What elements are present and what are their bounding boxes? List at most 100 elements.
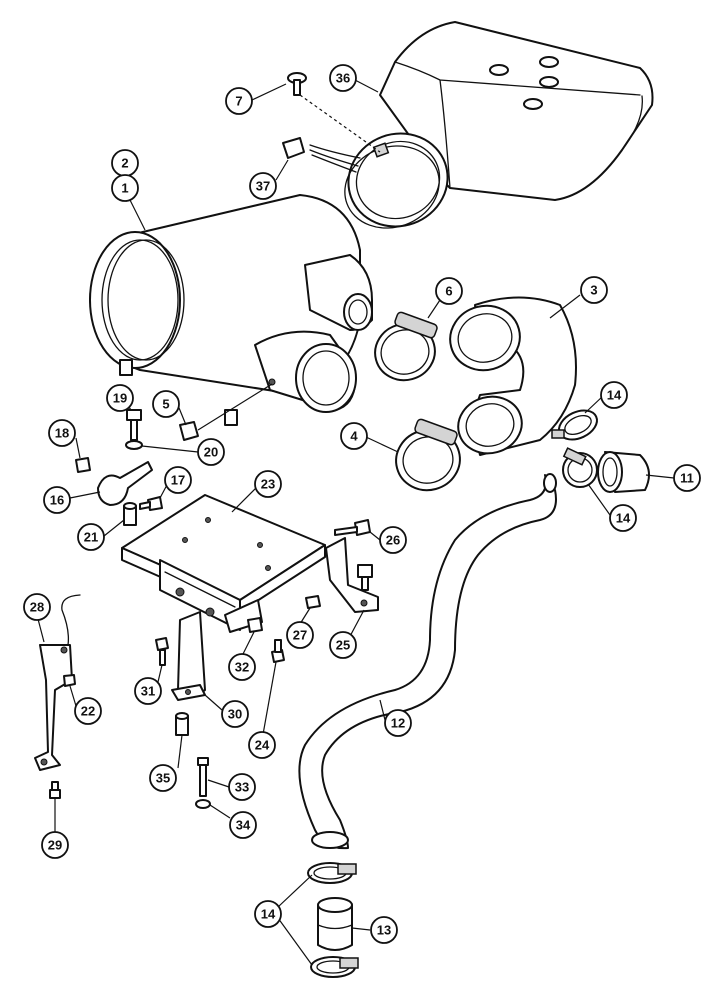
callout-22: 22 xyxy=(74,697,102,725)
svg-text:20: 20 xyxy=(204,445,218,460)
screw-29 xyxy=(49,781,61,799)
bolt-26-lower xyxy=(357,564,373,591)
svg-text:29: 29 xyxy=(48,838,62,853)
svg-text:32: 32 xyxy=(235,660,249,675)
svg-text:13: 13 xyxy=(377,923,391,938)
svg-text:30: 30 xyxy=(228,707,242,722)
callout-5: 5 xyxy=(152,390,180,418)
small-clamp-14-upper xyxy=(551,409,598,441)
coupler-13 xyxy=(317,897,353,951)
callout-6: 6 xyxy=(435,277,463,305)
callout-3: 3 xyxy=(580,276,608,304)
svg-text:12: 12 xyxy=(391,716,405,731)
svg-text:25: 25 xyxy=(336,638,350,653)
mounting-plate-23 xyxy=(121,494,326,633)
svg-text:37: 37 xyxy=(256,179,270,194)
callout-7: 7 xyxy=(225,87,253,115)
callout-11: 11 xyxy=(673,464,701,492)
connector-37 xyxy=(282,137,361,173)
screw-7 xyxy=(287,72,381,153)
svg-text:11: 11 xyxy=(680,471,694,486)
callout-20: 20 xyxy=(197,438,225,466)
callout-28: 28 xyxy=(23,593,51,621)
svg-text:18: 18 xyxy=(55,426,69,441)
svg-text:14: 14 xyxy=(607,388,622,403)
svg-text:4: 4 xyxy=(350,429,358,444)
callout-2: 2 xyxy=(111,149,139,177)
svg-text:35: 35 xyxy=(156,771,170,786)
callout-14-mid: 14 xyxy=(609,504,637,532)
nut-27 xyxy=(305,595,321,609)
callout-37: 37 xyxy=(249,172,277,200)
svg-text:24: 24 xyxy=(255,738,270,753)
callout-17: 17 xyxy=(164,466,192,494)
washer-20 xyxy=(125,440,143,450)
callout-26: 26 xyxy=(379,526,407,554)
intake-duct xyxy=(344,21,654,229)
hose-clamp-4 xyxy=(395,418,461,492)
callout-25: 25 xyxy=(329,631,357,659)
svg-text:1: 1 xyxy=(121,181,128,196)
callout-4: 4 xyxy=(340,422,368,450)
hose-clamp-6 xyxy=(374,311,438,382)
callout-27: 27 xyxy=(286,621,314,649)
callout-30: 30 xyxy=(221,700,249,728)
air-cleaner-canister xyxy=(89,194,373,426)
callout-14-upper: 14 xyxy=(600,381,628,409)
nut-18 xyxy=(75,457,91,473)
clamp-14-top xyxy=(307,862,357,884)
svg-text:19: 19 xyxy=(113,391,127,406)
svg-text:2: 2 xyxy=(121,156,128,171)
svg-text:14: 14 xyxy=(261,907,276,922)
svg-text:16: 16 xyxy=(50,493,64,508)
callout-16: 16 xyxy=(43,486,71,514)
callout-13: 13 xyxy=(370,916,398,944)
callout-14-lower: 14 xyxy=(254,900,282,928)
svg-text:5: 5 xyxy=(162,397,169,412)
bracket-30 xyxy=(171,611,206,701)
nut-22 xyxy=(63,674,76,687)
svg-text:7: 7 xyxy=(235,94,242,109)
svg-text:33: 33 xyxy=(235,780,249,795)
callout-29: 29 xyxy=(41,831,69,859)
nut-5 xyxy=(179,421,199,441)
spacer-21 xyxy=(123,502,137,526)
callout-1: 1 xyxy=(111,174,139,202)
callout-19: 19 xyxy=(106,384,134,412)
clip-16 xyxy=(97,461,153,506)
svg-text:22: 22 xyxy=(81,704,95,719)
bracket-25 xyxy=(325,537,379,613)
callout-35: 35 xyxy=(149,764,177,792)
svg-text:36: 36 xyxy=(336,71,350,86)
svg-text:23: 23 xyxy=(261,477,275,492)
svg-text:31: 31 xyxy=(141,684,155,699)
callout-32: 32 xyxy=(228,653,256,681)
callout-36: 36 xyxy=(329,64,357,92)
svg-text:6: 6 xyxy=(445,284,452,299)
elbow-hose-3 xyxy=(449,296,577,456)
svg-text:21: 21 xyxy=(84,530,98,545)
screw-24 xyxy=(271,639,285,663)
long-hose-12 xyxy=(298,473,557,850)
bolt-17 xyxy=(139,496,163,511)
bolt-31 xyxy=(155,637,169,666)
strap-bracket-28 xyxy=(34,594,81,771)
callout-12: 12 xyxy=(384,709,412,737)
callout-31: 31 xyxy=(134,677,162,705)
callout-21: 21 xyxy=(77,523,105,551)
callout-18: 18 xyxy=(48,419,76,447)
callout-33: 33 xyxy=(228,773,256,801)
clamp-14-bottom xyxy=(310,956,359,978)
nut-32 xyxy=(247,617,263,633)
svg-text:14: 14 xyxy=(616,511,631,526)
callout-24: 24 xyxy=(248,731,276,759)
screw-19 xyxy=(126,409,142,441)
svg-text:28: 28 xyxy=(30,600,44,615)
callout-34: 34 xyxy=(229,811,257,839)
svg-text:34: 34 xyxy=(236,818,251,833)
small-clamp-14-lower xyxy=(562,447,598,488)
spacer-35 xyxy=(175,712,189,736)
svg-text:17: 17 xyxy=(171,473,185,488)
bolt-33 xyxy=(197,757,209,797)
